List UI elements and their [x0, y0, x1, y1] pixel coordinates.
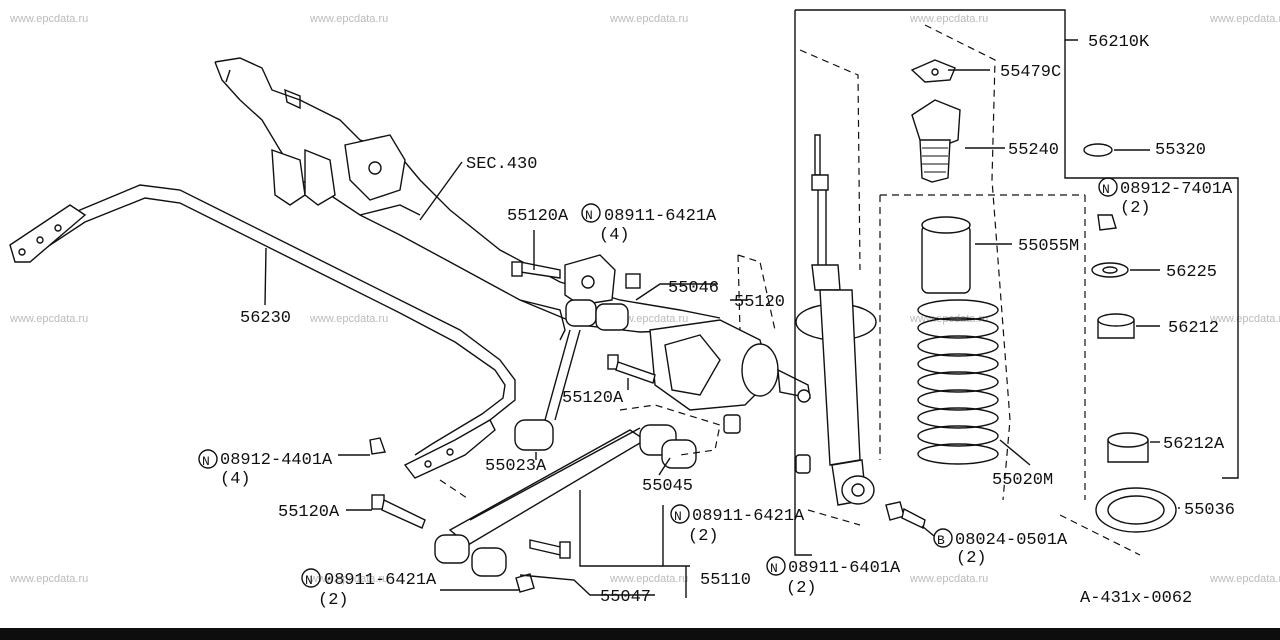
watermark: www.epcdata.ru: [309, 313, 388, 325]
label-55110: 55110: [700, 571, 751, 590]
label-55479C: 55479C: [1000, 63, 1061, 82]
nut-symbol: N: [301, 568, 321, 588]
rear-crossmember-drawing: [214, 57, 721, 341]
coil-spring-drawing: [917, 299, 999, 465]
watermark: www.epcdata.ru: [909, 573, 988, 585]
svg-text:N: N: [305, 573, 313, 588]
assembly-dashed-lines-left: [439, 254, 776, 501]
label-08911-6421A-lower: 08911-6421A: [324, 571, 437, 590]
label-56225: 56225: [1166, 263, 1217, 282]
label-55320: 55320: [1155, 141, 1206, 160]
label-qty-2-bolt: (2): [956, 549, 987, 568]
svg-text:N: N: [1102, 182, 1110, 197]
watermark: www.epcdata.ru: [1209, 13, 1280, 25]
nut-symbol: N: [198, 449, 218, 469]
label-qty-2-shock: (2): [786, 579, 817, 598]
label-08911-6421A-top: 08911-6421A: [604, 207, 717, 226]
watermark: www.epcdata.ru: [9, 13, 88, 25]
label-55047: 55047: [600, 588, 651, 607]
label-08912-4401A: 08912-4401A: [220, 451, 333, 470]
stabilizer-bar-drawing: [9, 184, 516, 479]
label-qty-2-lower: (2): [318, 591, 349, 610]
label-qty-2-middle: (2): [688, 527, 719, 546]
label-qty-2-right: (2): [1120, 199, 1151, 218]
watermark: www.epcdata.ru: [309, 13, 388, 25]
watermark: www.epcdata.ru: [609, 313, 688, 325]
label-55046: 55046: [668, 279, 719, 298]
label-08911-6421A-middle: 08911-6421A: [692, 507, 805, 526]
label-55120A-middle: 55120A: [562, 389, 624, 408]
watermark-layer: www.epcdata.ru www.epcdata.ru www.epcdat…: [9, 13, 1280, 585]
watermark: www.epcdata.ru: [9, 573, 88, 585]
bottom-bar: [0, 628, 1280, 640]
label-qty-4-left: (4): [220, 470, 251, 489]
watermark: www.epcdata.ru: [909, 13, 988, 25]
label-56212A: 56212A: [1163, 435, 1225, 454]
watermark: www.epcdata.ru: [1209, 573, 1280, 585]
label-08024-0501A: 08024-0501A: [955, 531, 1068, 550]
bolt-symbol: B: [933, 528, 953, 548]
label-56212: 56212: [1168, 319, 1219, 338]
assembly-frames: [794, 9, 1239, 556]
part-labels: SEC.430 56230 55120A N 08911-6421A (4) 5…: [198, 33, 1235, 610]
watermark: www.epcdata.ru: [1209, 313, 1280, 325]
leader-lines: [264, 69, 1180, 598]
label-56210K: 56210K: [1088, 33, 1150, 52]
svg-text:B: B: [937, 533, 945, 548]
label-55036: 55036: [1184, 501, 1235, 520]
label-55023A: 55023A: [485, 457, 547, 476]
watermark: www.epcdata.ru: [909, 313, 988, 325]
label-sec430: SEC.430: [466, 155, 537, 174]
right-column-parts-drawing: [1083, 143, 1177, 533]
label-55020M: 55020M: [992, 471, 1053, 490]
nut-symbol: N: [1098, 177, 1118, 197]
label-55240: 55240: [1008, 141, 1059, 160]
nut-symbol: N: [581, 203, 601, 223]
label-08911-6401A: 08911-6401A: [788, 559, 901, 578]
label-55120A-lower: 55120A: [278, 503, 340, 522]
svg-text:N: N: [202, 454, 210, 469]
link-and-arm-drawing: [369, 254, 811, 593]
label-55120: 55120: [734, 293, 785, 312]
svg-text:N: N: [770, 561, 778, 576]
label-56230: 56230: [240, 309, 291, 328]
diagram-reference-code: A-431x-0062: [1080, 589, 1192, 608]
shock-absorber-drawing: [795, 134, 926, 529]
svg-text:N: N: [674, 509, 682, 524]
watermark: www.epcdata.ru: [609, 13, 688, 25]
nut-symbol: N: [766, 556, 786, 576]
label-55045: 55045: [642, 477, 693, 496]
watermark: www.epcdata.ru: [9, 313, 88, 325]
label-55055M: 55055M: [1018, 237, 1079, 256]
label-08912-7401A: 08912-7401A: [1120, 180, 1233, 199]
watermark: www.epcdata.ru: [309, 573, 388, 585]
svg-text:N: N: [585, 208, 593, 223]
mount-parts-drawing: [910, 59, 971, 294]
label-qty-4-top: (4): [599, 226, 630, 245]
nut-symbol: N: [670, 504, 690, 524]
watermark: www.epcdata.ru: [609, 573, 688, 585]
label-55120A-top: 55120A: [507, 207, 569, 226]
